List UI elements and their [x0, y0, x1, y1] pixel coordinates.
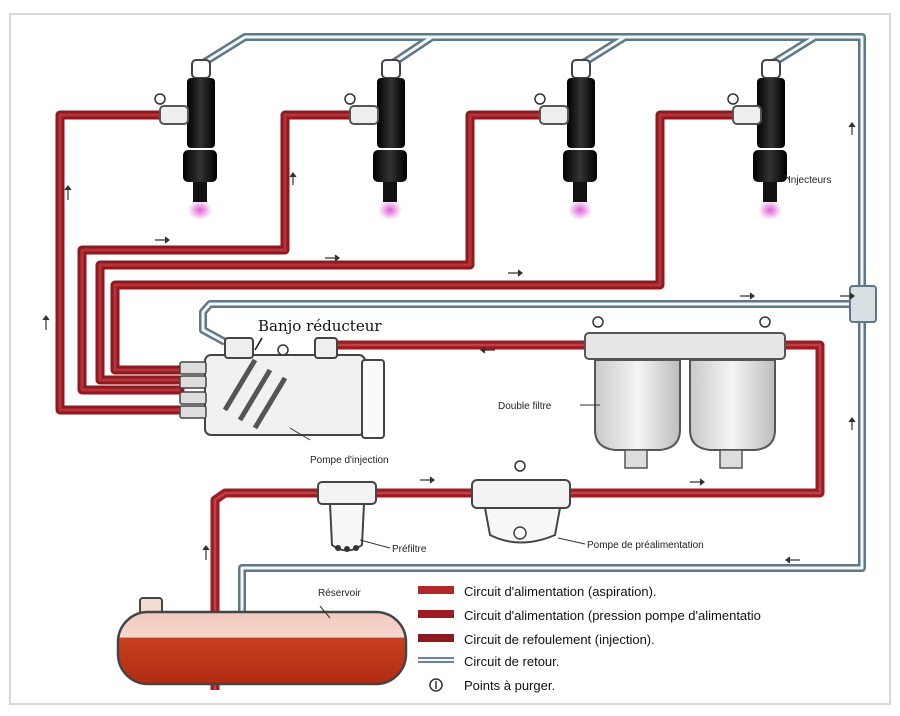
injection-pump [179, 337, 385, 439]
double-filter [584, 316, 786, 469]
legend: Circuit d'alimentation (aspiration). Cir… [418, 584, 761, 693]
legend-item: Points à purger. [429, 678, 555, 693]
legend-item: Circuit d'alimentation (pression pompe d… [418, 608, 761, 623]
feed-pump [471, 460, 571, 544]
injector-4 [727, 59, 787, 220]
fuel-tank [116, 597, 408, 686]
tank-label: Réservoir [318, 588, 361, 599]
spray [188, 200, 212, 220]
legend-swatch [418, 610, 454, 618]
double-filter-label: Double filtre [498, 401, 552, 412]
legend-label: Circuit d'alimentation (pression pompe d… [464, 608, 761, 623]
legend-item: Circuit d'alimentation (aspiration). [418, 584, 657, 599]
return-tee [849, 285, 877, 323]
legend-swatch [418, 634, 454, 642]
bleed-point [277, 344, 289, 356]
bleed-point [154, 93, 166, 105]
legend-label: Circuit de refoulement (injection). [464, 632, 655, 647]
frame [9, 13, 891, 705]
bleed-point [759, 316, 771, 328]
pump-label: Pompe d'injection [310, 455, 389, 466]
legend-label: Circuit de retour. [464, 654, 559, 669]
bleed-point [727, 93, 739, 105]
return-lines [197, 33, 877, 620]
banjo-label: Banjo réducteur [258, 317, 382, 335]
injector-3 [534, 59, 597, 220]
legend-swatch [418, 586, 454, 594]
feed-pump-label: Pompe de préalimentation [587, 540, 704, 551]
bleed-point [514, 460, 526, 472]
injector-2 [344, 59, 407, 220]
legend-label: Points à purger. [464, 678, 555, 693]
flow-arrows [42, 122, 856, 564]
injection-lines-highlight [58, 113, 735, 412]
bleed-point [344, 93, 356, 105]
legend-item: Circuit de refoulement (injection). [418, 632, 655, 647]
legend-item: Circuit de retour. [418, 654, 559, 669]
bleed-point [534, 93, 546, 105]
prefilter [317, 481, 377, 552]
bleed-point [592, 316, 604, 328]
injectors-label: Injecteurs [788, 175, 831, 186]
injector-1 [154, 59, 217, 220]
prefilter-label: Préfiltre [392, 544, 427, 555]
legend-label: Circuit d'alimentation (aspiration). [464, 584, 657, 599]
